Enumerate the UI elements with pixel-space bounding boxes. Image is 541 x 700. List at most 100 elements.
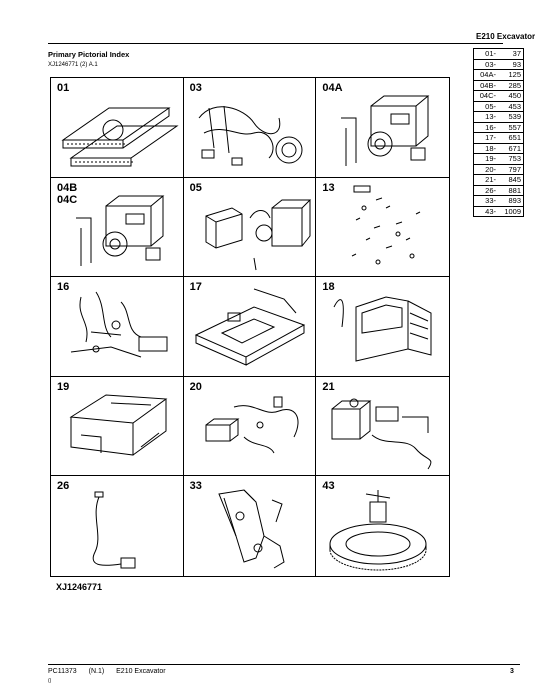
index-row[interactable]: 20- 797 bbox=[473, 164, 524, 175]
index-row[interactable]: 05- 453 bbox=[473, 101, 524, 112]
section-title: Primary Pictorial Index bbox=[48, 50, 130, 59]
cell-label: 05 bbox=[189, 181, 202, 194]
cell-label: 04B 04C bbox=[57, 181, 78, 206]
index-key: 43 bbox=[485, 206, 494, 216]
index-row[interactable]: 04C- 450 bbox=[473, 91, 524, 101]
index-dash: - bbox=[493, 80, 497, 90]
pictorial-cell[interactable]: 19 bbox=[51, 376, 184, 477]
pictorial-cell[interactable]: 33 bbox=[184, 476, 317, 576]
index-key: 05 bbox=[485, 101, 494, 111]
cell-label: 01 bbox=[57, 82, 70, 94]
index-key: 17 bbox=[485, 133, 494, 142]
index-row[interactable]: 13- 539 bbox=[473, 112, 524, 122]
cell-label: 18 bbox=[322, 281, 335, 294]
index-page: 539 bbox=[508, 112, 521, 121]
index-dash: - bbox=[493, 143, 497, 153]
header-title: E210 Excavator bbox=[476, 32, 536, 41]
index-dash: - bbox=[493, 185, 497, 195]
index-row[interactable]: 01-37 bbox=[473, 49, 524, 59]
index-key: 04B bbox=[480, 80, 494, 90]
page-number: 3 bbox=[510, 668, 514, 675]
index-key: 03 bbox=[485, 59, 494, 69]
section-ref: XJ1246771 (2) A.1 bbox=[48, 62, 98, 68]
cell-label: 26 bbox=[57, 480, 70, 493]
index-page: 671 bbox=[508, 143, 521, 153]
index-key: 18 bbox=[485, 143, 494, 153]
index-dash: - bbox=[493, 59, 497, 69]
index-page: 797 bbox=[508, 164, 521, 174]
pictorial-cell[interactable]: 03 bbox=[183, 78, 317, 178]
footer-doc: PC11373 bbox=[48, 668, 77, 675]
cell-label: 03 bbox=[189, 82, 202, 94]
header-rule bbox=[48, 43, 503, 44]
figure-ref: XJ1246771 bbox=[56, 582, 103, 592]
index-row[interactable]: 18- 671 bbox=[473, 143, 524, 154]
pictorial-cell[interactable]: 04A bbox=[316, 78, 449, 178]
index-dash: - bbox=[493, 122, 497, 132]
index-row[interactable]: 26- 881 bbox=[473, 185, 524, 196]
cell-label: 33 bbox=[189, 480, 202, 493]
index-page: 125 bbox=[508, 70, 521, 79]
index-dash: - bbox=[493, 101, 497, 111]
index-page: 893 bbox=[508, 196, 521, 205]
index-key: 16 bbox=[485, 122, 494, 132]
pictorial-cell[interactable]: 43 bbox=[316, 476, 449, 576]
cell-label: 17 bbox=[189, 281, 202, 294]
pictorial-grid: 01 03 04A 04B 04C 05 13 16 17 18 19 20 21 26 33 43 bbox=[50, 77, 450, 577]
index-key: 19 bbox=[485, 154, 494, 163]
index-page: 37 bbox=[512, 49, 521, 58]
index-row[interactable]: 04A- 125 bbox=[473, 70, 524, 80]
index-row[interactable]: 21-845 bbox=[473, 175, 524, 185]
index-page: 1009 bbox=[504, 206, 521, 216]
index-key: 21 bbox=[485, 175, 494, 184]
footer-small: () bbox=[48, 678, 52, 684]
pictorial-cell[interactable]: 16 bbox=[51, 277, 184, 377]
index-key: 13 bbox=[485, 112, 494, 121]
cell-label: 21 bbox=[322, 380, 335, 393]
pictorial-cell[interactable]: 17 bbox=[183, 277, 317, 377]
index-page: 450 bbox=[508, 91, 521, 100]
index-key: 26 bbox=[485, 185, 494, 195]
index-row[interactable]: 16-557 bbox=[473, 122, 524, 133]
index-dash: - bbox=[493, 133, 497, 142]
pictorial-cell[interactable]: 26 bbox=[51, 476, 184, 576]
index-page: 881 bbox=[508, 185, 521, 195]
index-dash: - bbox=[493, 91, 497, 100]
index-key: 04A bbox=[480, 70, 494, 79]
index-key: 33 bbox=[485, 196, 494, 205]
index-page: 845 bbox=[508, 175, 521, 184]
index-dash: - bbox=[493, 206, 497, 216]
index-dash: - bbox=[493, 70, 497, 79]
index-row[interactable]: 33-893 bbox=[473, 196, 524, 206]
cell-label: 16 bbox=[57, 281, 70, 294]
index-key: 20 bbox=[485, 164, 494, 174]
index-key: 04C bbox=[479, 91, 494, 100]
pictorial-cell[interactable]: 04B 04C bbox=[51, 177, 184, 278]
index-page: 285 bbox=[508, 80, 521, 90]
index-page: 453 bbox=[508, 101, 521, 111]
cell-label: 04A bbox=[322, 82, 343, 94]
index-page: 651 bbox=[508, 133, 521, 142]
index-row[interactable]: 17- 651 bbox=[473, 133, 524, 143]
pictorial-cell[interactable]: 13 bbox=[316, 178, 449, 278]
index-row[interactable]: 43-1009 bbox=[473, 206, 524, 217]
pictorial-cell[interactable]: 18 bbox=[316, 277, 449, 377]
pictorial-cell[interactable]: 01 bbox=[51, 78, 184, 178]
index-row[interactable]: 04B- 285 bbox=[473, 80, 524, 91]
cell-label: 43 bbox=[322, 480, 335, 493]
index-row[interactable]: 19- 753 bbox=[473, 154, 524, 164]
footer-rule bbox=[48, 664, 520, 665]
index-dash: - bbox=[493, 164, 497, 174]
index-page: 93 bbox=[512, 59, 521, 69]
footer-info: PC11373 (N.1) E210 Excavator bbox=[48, 668, 176, 675]
index-dash: - bbox=[493, 154, 497, 163]
pictorial-cell[interactable]: 21 bbox=[316, 377, 449, 477]
pictorial-cell[interactable]: 05 bbox=[183, 177, 317, 278]
index-page: 753 bbox=[508, 154, 521, 163]
index-dash: - bbox=[493, 112, 497, 121]
cell-label: 19 bbox=[57, 380, 70, 393]
pictorial-cell[interactable]: 20 bbox=[183, 376, 317, 477]
index-key: 01 bbox=[485, 49, 494, 58]
index-row[interactable]: 03- 93 bbox=[473, 59, 524, 70]
